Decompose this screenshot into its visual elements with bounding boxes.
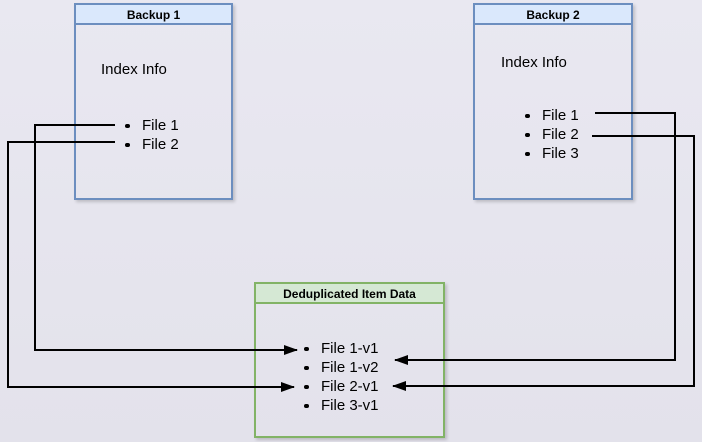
list-item: File 1-v2	[299, 358, 379, 377]
list-item: File 3	[520, 144, 579, 163]
backup1-index-info-label: Index Info	[101, 61, 167, 78]
backup2-box: Backup 2	[473, 3, 633, 200]
backup1-title: Backup 1	[76, 5, 231, 25]
list-item: File 1-v1	[299, 339, 379, 358]
dedup-title: Deduplicated Item Data	[256, 284, 443, 304]
backup2-title: Backup 2	[475, 5, 631, 25]
list-item: File 1	[120, 116, 179, 135]
list-item: File 2-v1	[299, 377, 379, 396]
list-item: File 1	[520, 106, 579, 125]
backup1-box: Backup 1	[74, 3, 233, 200]
list-item: File 3-v1	[299, 396, 379, 415]
backup2-index-info-label: Index Info	[501, 54, 567, 71]
list-item: File 2	[520, 125, 579, 144]
list-item: File 2	[120, 135, 179, 154]
